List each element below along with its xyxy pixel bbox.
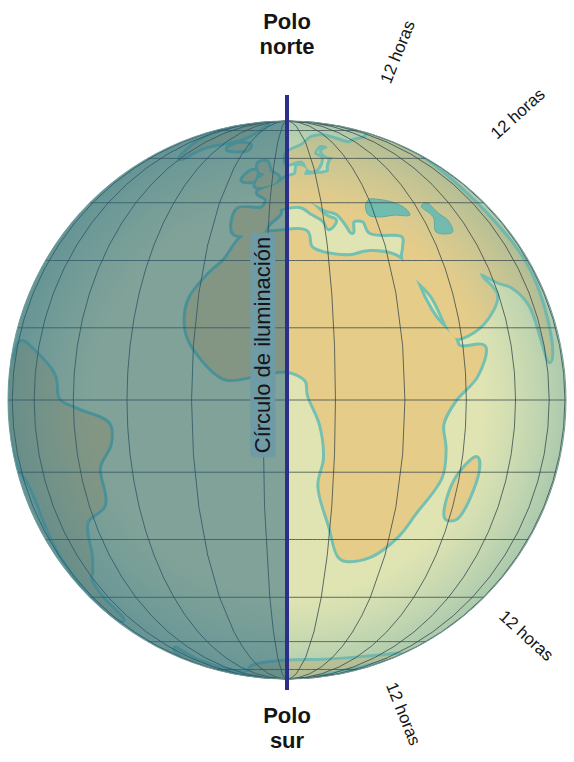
- terminator-label: Círculo de iluminación: [250, 233, 275, 457]
- hours-label: 12 horas: [382, 680, 425, 749]
- pole-label: Polo sur: [244, 703, 330, 754]
- pole-label: Polo norte: [244, 9, 330, 60]
- terminator-line: [285, 95, 289, 690]
- hours-label: 12 horas: [495, 607, 557, 666]
- night-shade: [6, 119, 287, 681]
- hours-label: 12 horas: [377, 18, 420, 87]
- hours-label: 12 horas: [487, 85, 549, 144]
